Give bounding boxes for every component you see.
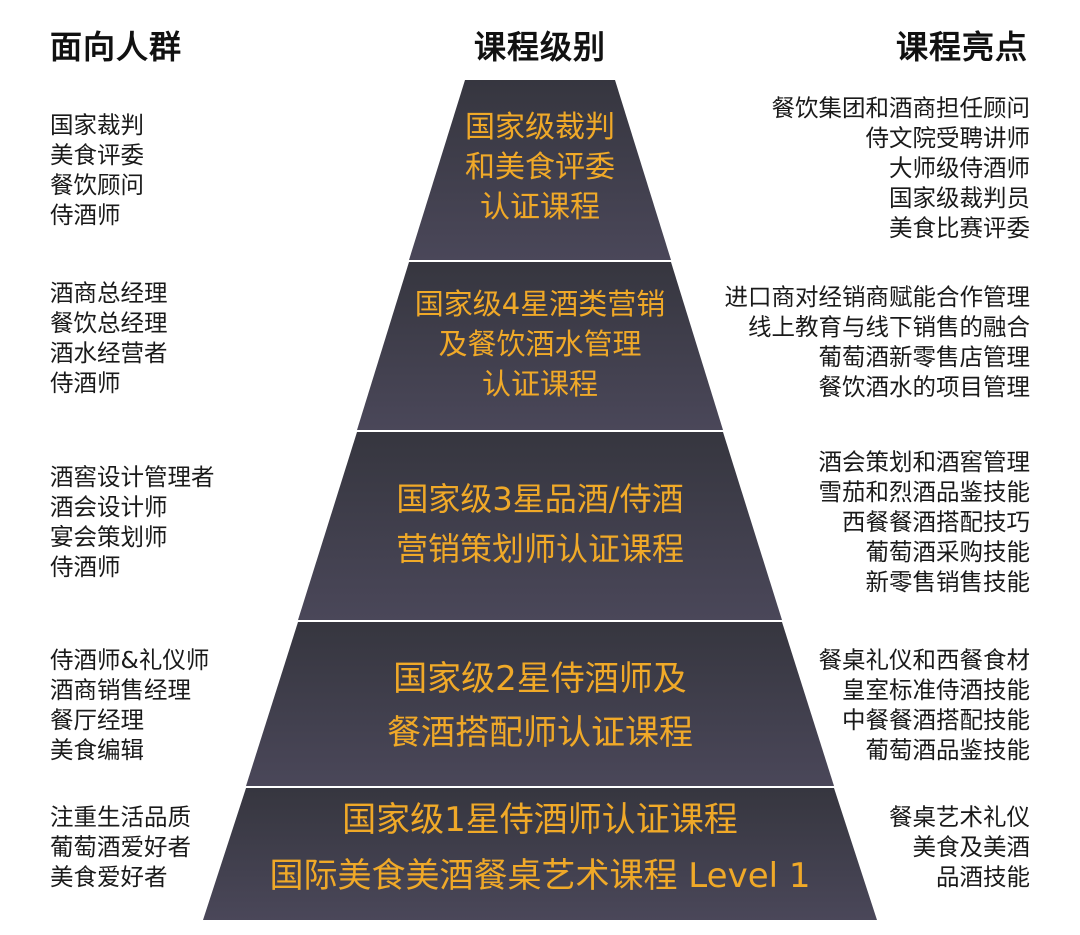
tier-5-highlights: 餐桌艺术礼仪 美食及美酒 品酒技能: [889, 802, 1030, 892]
list-item: 侍酒师: [50, 553, 121, 581]
tier-3-line-1: 国家级3星品酒/侍酒: [396, 480, 684, 518]
list-item: 侍文院受聘讲师: [865, 124, 1031, 152]
tier-1-label: 国家级裁判 和美食评委 认证课程: [0, 108, 1080, 228]
list-item: 酒水经营者: [50, 339, 168, 367]
list-item: 美食及美酒: [912, 833, 1031, 861]
list-item: 侍酒师: [50, 201, 121, 229]
tier-4-highlights: 餐桌礼仪和西餐食材 皇室标准侍酒技能 中餐餐酒搭配技能 葡萄酒品鉴技能: [819, 645, 1031, 765]
tier-4-line-2: 餐酒搭配师认证课程: [387, 713, 693, 753]
list-item: 葡萄酒品鉴技能: [865, 736, 1031, 764]
list-item: 葡萄酒新零售店管理: [818, 343, 1031, 371]
tier-2-line-1: 国家级4星酒类营销: [414, 287, 666, 321]
list-item: 皇室标准侍酒技能: [842, 676, 1030, 704]
list-item: 注重生活品质: [50, 803, 191, 831]
tier-5-line-1: 国家级1星侍酒师认证课程: [342, 800, 738, 840]
tier-2-line-2: 及餐饮酒水管理: [438, 327, 642, 361]
tier-2-audience: 酒商总经理 餐饮总经理 酒水经营者 侍酒师: [50, 278, 168, 398]
list-item: 酒会策划和酒窖管理: [818, 448, 1031, 476]
list-item: 宴会策划师: [50, 523, 168, 551]
list-item: 中餐餐酒搭配技能: [842, 706, 1030, 734]
tier-3-label: 国家级3星品酒/侍酒 营销策划师认证课程: [0, 474, 1080, 574]
list-item: 国家级裁判员: [889, 184, 1030, 212]
tier-3-highlights: 酒会策划和酒窖管理 雪茄和烈酒品鉴技能 西餐餐酒搭配技巧 葡萄酒采购技能 新零售…: [819, 447, 1031, 597]
tier-1-band: [409, 80, 671, 260]
tier-1-line-2: 和美食评委: [465, 150, 615, 185]
tier-4-label: 国家级2星侍酒师及 餐酒搭配师认证课程: [0, 652, 1080, 760]
header-highlights: 课程亮点: [895, 28, 1028, 66]
list-item: 酒窖设计管理者: [50, 463, 215, 491]
tier-5-label: 国家级1星侍酒师认证课程 国际美食美酒餐桌艺术课程 Level 1: [0, 792, 1080, 904]
tier-3-audience: 酒窖设计管理者 酒会设计师 宴会策划师 侍酒师: [50, 462, 215, 582]
tier-5-line-2: 国际美食美酒餐桌艺术课程 Level 1: [269, 856, 811, 896]
tier-1-line-3: 认证课程: [480, 190, 600, 225]
list-item: 酒商销售经理: [50, 676, 191, 704]
list-item: 国家裁判: [50, 111, 144, 139]
header-audience: 面向人群: [50, 28, 183, 66]
list-item: 美食爱好者: [50, 863, 168, 891]
tier-2-label: 国家级4星酒类营销 及餐饮酒水管理 认证课程: [0, 284, 1080, 404]
header-course-level: 课程级别: [473, 28, 606, 66]
list-item: 西餐餐酒搭配技巧: [842, 508, 1030, 536]
list-item: 美食比赛评委: [889, 214, 1030, 242]
list-item: 餐厅经理: [50, 706, 144, 734]
tier-4-audience: 侍酒师&礼仪师 酒商销售经理 餐厅经理 美食编辑: [50, 645, 209, 765]
list-item: 餐饮顾问: [50, 171, 144, 199]
list-item: 进口商对经销商赋能合作管理: [724, 283, 1031, 311]
list-item: 酒商总经理: [50, 279, 168, 307]
list-item: 大师级侍酒师: [889, 154, 1030, 182]
tier-5-band: [203, 788, 877, 920]
tier-1-highlights: 餐饮集团和酒商担任顾问 侍文院受聘讲师 大师级侍酒师 国家级裁判员 美食比赛评委: [772, 93, 1031, 243]
list-item: 新零售销售技能: [865, 568, 1031, 596]
list-item: 葡萄酒爱好者: [50, 833, 191, 861]
list-item: 雪茄和烈酒品鉴技能: [818, 478, 1031, 506]
tier-4-band: [246, 622, 834, 786]
list-item: 餐饮酒水的项目管理: [818, 373, 1031, 401]
tier-1-line-1: 国家级裁判: [465, 110, 615, 145]
list-item: 餐饮总经理: [50, 309, 168, 337]
tier-4-line-1: 国家级2星侍酒师及: [393, 659, 687, 699]
tier-3-line-2: 营销策划师认证课程: [395, 530, 684, 568]
tier-3-band: [298, 432, 782, 620]
list-item: 线上教育与线下销售的融合: [748, 313, 1030, 341]
tier-5-audience: 注重生活品质 葡萄酒爱好者 美食爱好者: [50, 802, 191, 892]
tier-2-highlights: 进口商对经销商赋能合作管理 线上教育与线下销售的融合 葡萄酒新零售店管理 餐饮酒…: [725, 282, 1031, 402]
list-item: 酒会设计师: [50, 493, 168, 521]
list-item: 餐饮集团和酒商担任顾问: [771, 94, 1031, 122]
list-item: 餐桌礼仪和西餐食材: [818, 646, 1031, 674]
list-item: 美食编辑: [50, 736, 144, 764]
list-item: 餐桌艺术礼仪: [889, 803, 1030, 831]
tier-2-line-3: 认证课程: [481, 367, 598, 401]
list-item: 侍酒师&礼仪师: [50, 646, 210, 674]
list-item: 葡萄酒采购技能: [865, 538, 1031, 566]
list-item: 美食评委: [50, 141, 144, 169]
list-item: 侍酒师: [50, 369, 121, 397]
list-item: 品酒技能: [936, 863, 1030, 891]
tier-2-band: [357, 262, 723, 430]
tier-1-audience: 国家裁判 美食评委 餐饮顾问 侍酒师: [50, 110, 144, 230]
